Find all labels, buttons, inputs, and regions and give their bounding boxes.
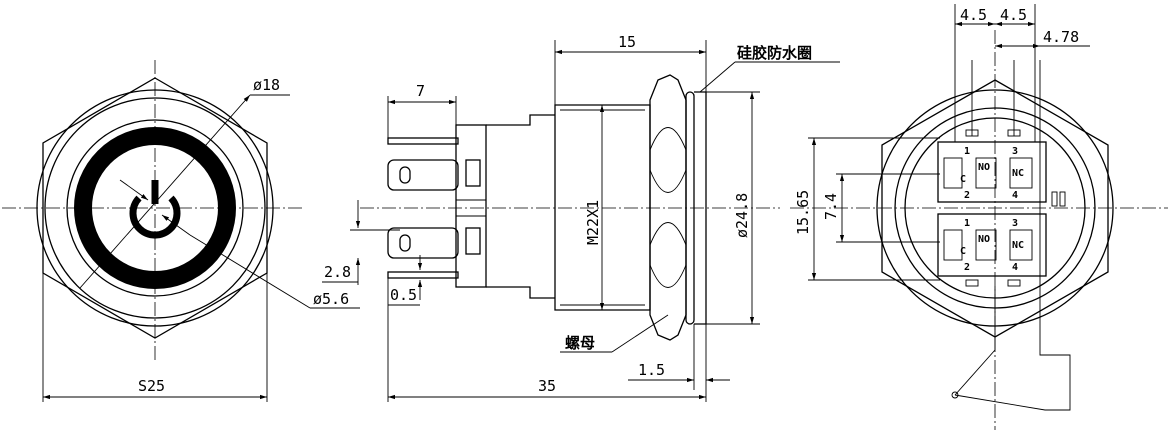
len15-label: 15 <box>618 33 636 51</box>
threaded-body <box>554 104 651 311</box>
dim45-right-label: 4.5 <box>1000 6 1027 24</box>
nut-label: 螺母 <box>565 334 595 352</box>
bottom-contact-4: 4 <box>1012 262 1018 273</box>
seal-ring <box>685 91 695 325</box>
thread-label: M22X1 <box>584 200 602 245</box>
dia5-leader <box>189 234 311 309</box>
seal-label: 硅胶防水圈 <box>737 44 812 62</box>
hex-nut-outline <box>42 77 268 339</box>
nut-leader <box>611 314 669 353</box>
bottom-nc-label: NC <box>1012 240 1024 251</box>
rear-housing <box>455 124 487 288</box>
s25-label: S25 <box>138 377 165 395</box>
top-no-label-box <box>975 157 997 189</box>
top-no-label: NO <box>978 162 990 173</box>
flange-circle-mid <box>44 97 266 319</box>
dia5-arrow-b <box>161 214 191 236</box>
bottom-c-label: C <box>960 246 966 257</box>
bottom-no-label-box <box>975 229 997 261</box>
top-contact-3: 3 <box>1012 146 1018 157</box>
bottom-contact-1: 1 <box>964 218 970 229</box>
terminal-3-hole <box>399 234 411 252</box>
rear-view: 1 2 3 4 NO C NC 1 2 3 4 NO C NC <box>790 4 1168 430</box>
top-nc-label: NC <box>1012 168 1024 179</box>
led-ring <box>74 127 236 289</box>
top-nc-box <box>1009 157 1033 189</box>
terminal-2-hole <box>399 166 411 184</box>
wire-terminal <box>951 391 959 399</box>
dim478-label: 4.78 <box>1043 28 1079 46</box>
dim28-label: 2.8 <box>324 263 351 281</box>
dim05-label: 0.5 <box>390 286 417 304</box>
dim74-label: 7.4 <box>822 193 840 220</box>
bottom-nc-box <box>1009 229 1033 261</box>
top-no-box <box>943 157 963 189</box>
nut <box>649 74 687 341</box>
dia248-label: ø24.8 <box>733 193 751 238</box>
bottom-no-box <box>943 229 963 261</box>
terminal-bottom <box>387 271 459 279</box>
top-contact-2: 2 <box>964 190 970 201</box>
bottom-pin-1 <box>965 279 979 287</box>
dia18-leader <box>79 94 251 289</box>
len7-label: 7 <box>416 82 425 100</box>
dia5-arrow-a <box>119 179 149 201</box>
front-view: ø18 ø5.6 S25 <box>2 60 360 402</box>
housing-step <box>486 114 555 299</box>
terminal-3 <box>387 227 459 259</box>
seal-leader <box>699 61 736 93</box>
terminal-top <box>387 137 459 145</box>
bottom-pin-2 <box>1007 279 1021 287</box>
side-pin-b <box>1059 191 1066 207</box>
switch-block-top <box>937 141 1047 203</box>
bottom-no-label: NO <box>978 234 990 245</box>
dia18-label: ø18 <box>253 76 280 94</box>
wire-loop <box>954 340 1071 411</box>
bottom-contact-3: 3 <box>1012 218 1018 229</box>
switch-block-bottom <box>937 213 1047 277</box>
dim45-left-label: 4.5 <box>960 6 987 24</box>
power-icon <box>129 195 181 239</box>
terminal-2 <box>387 159 459 191</box>
nut-facets <box>649 127 687 288</box>
rear-slot-b <box>465 227 481 255</box>
top-contact-1: 1 <box>964 146 970 157</box>
len35-label: 35 <box>538 377 556 395</box>
dim1565-label: 15.65 <box>794 190 812 235</box>
dia5-label: ø5.6 <box>313 290 349 308</box>
top-c-label: C <box>960 174 966 185</box>
dim15-label: 1.5 <box>638 361 665 379</box>
top-contact-4: 4 <box>1012 190 1018 201</box>
flange-circle-outer <box>36 89 274 327</box>
side-view: M22X1 ø24.8 15 7 2.8 0.5 1.5 <box>322 33 840 402</box>
side-pin-a <box>1051 191 1058 207</box>
rear-slot-a <box>465 159 481 187</box>
button-circle <box>66 119 244 297</box>
bottom-contact-2: 2 <box>964 262 970 273</box>
wire-common <box>954 286 996 396</box>
